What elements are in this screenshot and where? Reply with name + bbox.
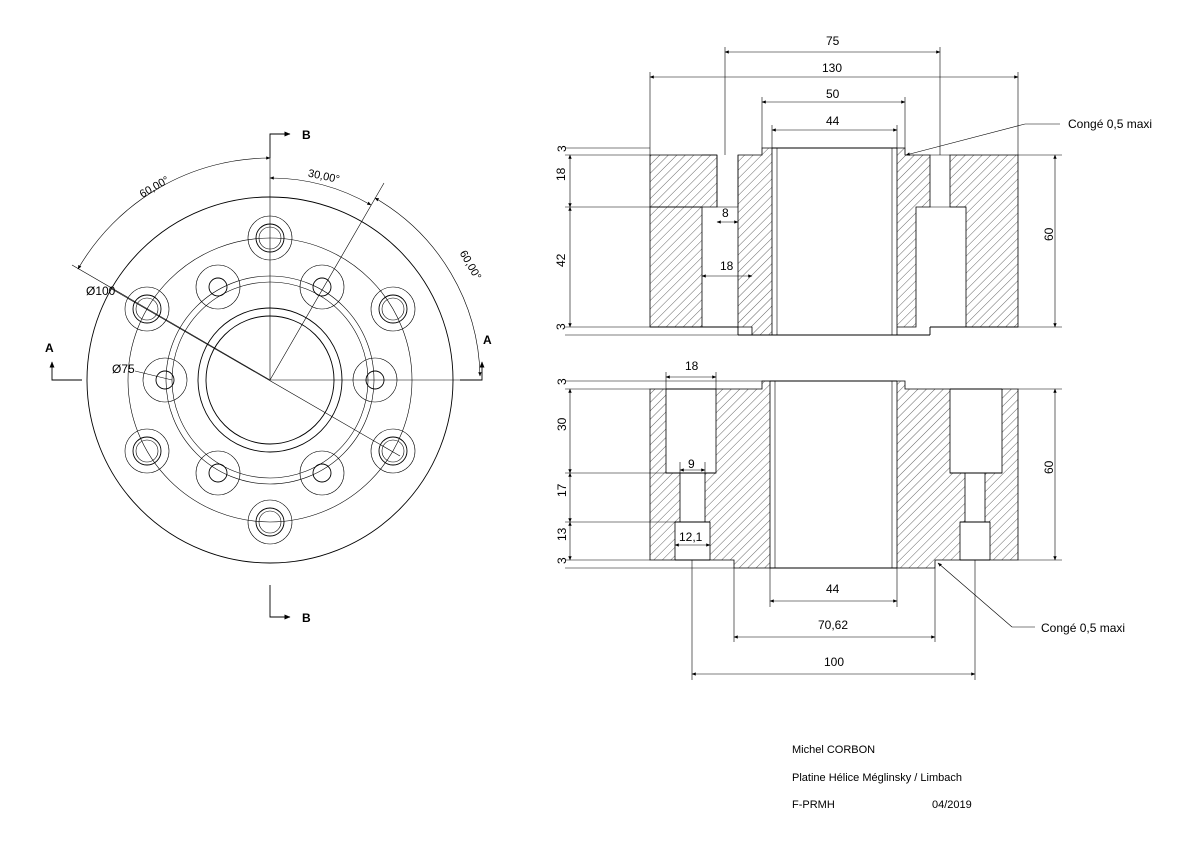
fillet-leader-bottom: [937, 562, 1013, 628]
section-bb-outer-left: [649, 388, 681, 561]
fillet-note-top: Congé 0,5 maxi: [1068, 117, 1152, 131]
angle-60-left-line: [71, 264, 271, 381]
dim-42-label: 42: [554, 253, 568, 267]
drawing-date: 04/2019: [932, 799, 972, 811]
angle-label-left: 60,00°: [138, 174, 172, 200]
dim-3-top-label: 3: [555, 145, 569, 152]
dim-18-label: 18: [554, 167, 568, 181]
diameter-75-label: Ø75: [112, 362, 135, 376]
dim-3-bottom-label: 3: [554, 323, 568, 330]
bolt-hole: [124, 428, 170, 474]
diameter-100-leader: [109, 287, 401, 457]
dim-3-bottom-label-bb: 3: [555, 557, 569, 564]
bolt-hole: [124, 286, 170, 332]
angle-30-arc: [269, 176, 372, 206]
dim-70-62-label: 70,62: [818, 618, 848, 632]
section-aa-hub-left: [737, 147, 773, 336]
diameter-100-label: Ø100: [86, 284, 116, 298]
dim-44-label-bb: 44: [826, 582, 840, 596]
bolt-hole: [195, 450, 241, 496]
section-aa-outer-right: [949, 154, 1019, 328]
section-aa-outer-left-bottom: [649, 206, 703, 328]
dim-18-bore-label: 18: [720, 259, 734, 273]
angle-60-left-arc: [77, 156, 271, 270]
section-a-label-right: A: [483, 333, 492, 347]
dim-130-label: 130: [822, 61, 842, 75]
bolt-hole: [195, 264, 241, 310]
drawing-title: Platine Hélice Méglinsky / Limbach: [792, 772, 962, 784]
dim-12-1-label: 12,1: [679, 530, 703, 544]
angle-30-line: [269, 182, 385, 381]
section-b-label-top: B: [302, 128, 311, 142]
angle-label-top: 30,00°: [307, 168, 341, 186]
dim-13-label: 13: [555, 527, 569, 541]
title-block: Michel CORBON Platine Hélice Méglinsky /…: [792, 740, 1052, 820]
section-marker-a-right: A: [460, 333, 492, 381]
dim-17-label: 17: [555, 483, 569, 497]
section-bb-hub-right: [896, 380, 966, 569]
section-marker-a-left: A: [45, 341, 82, 381]
dim-50-label: 50: [826, 87, 840, 101]
fillet-note-bottom: Congé 0,5 maxi: [1041, 621, 1125, 635]
bolt-hole: [299, 264, 345, 310]
aircraft-registration: F-PRMH: [792, 799, 835, 811]
bolt-hole: [247, 499, 293, 545]
bolt-hole: [370, 428, 416, 474]
diameter-75-leader: [134, 370, 173, 381]
section-bb-outer-right: [984, 388, 1019, 561]
section-aa-hub-right: [896, 147, 931, 335]
dim-8-label: 8: [722, 206, 729, 220]
bolt-hole: [299, 450, 345, 496]
section-bb-hub-left: [704, 380, 771, 569]
dim-60-label-bb: 60: [1042, 460, 1056, 474]
section-aa: 75 130 50 44 3 18 42 3 8 18 60 Congé 0,5…: [554, 34, 1152, 336]
section-aa-outer-left-top: [649, 154, 718, 208]
dim-18-top-label: 18: [685, 359, 699, 373]
section-marker-b-top: B: [269, 128, 311, 158]
dim-30-label: 30: [555, 417, 569, 431]
dim-75-label: 75: [826, 34, 840, 48]
dim-100-label: 100: [824, 655, 844, 669]
fillet-leader-top: [905, 123, 1026, 156]
front-view: B B A A 60,00° 30,00° 60,00° Ø100 Ø75: [45, 128, 492, 625]
section-b-label-bottom: B: [302, 611, 311, 625]
dim-3-top-label-bb: 3: [555, 378, 569, 385]
dim-44-label: 44: [826, 114, 840, 128]
dim-9-label: 9: [688, 457, 695, 471]
section-bb: 18 9 12,1 3 30 17 13 3 60 44 70,62 100 C…: [555, 359, 1125, 680]
author-name: Michel CORBON: [792, 744, 876, 756]
dim-60-label: 60: [1042, 227, 1056, 241]
section-marker-b-bottom: B: [269, 585, 311, 625]
bolt-hole: [142, 357, 188, 403]
bolt-holes-inner: [142, 264, 398, 496]
angle-label-right: 60,00°: [457, 249, 483, 283]
angle-60-right-arc: [374, 197, 482, 377]
section-a-label-left: A: [45, 341, 54, 355]
